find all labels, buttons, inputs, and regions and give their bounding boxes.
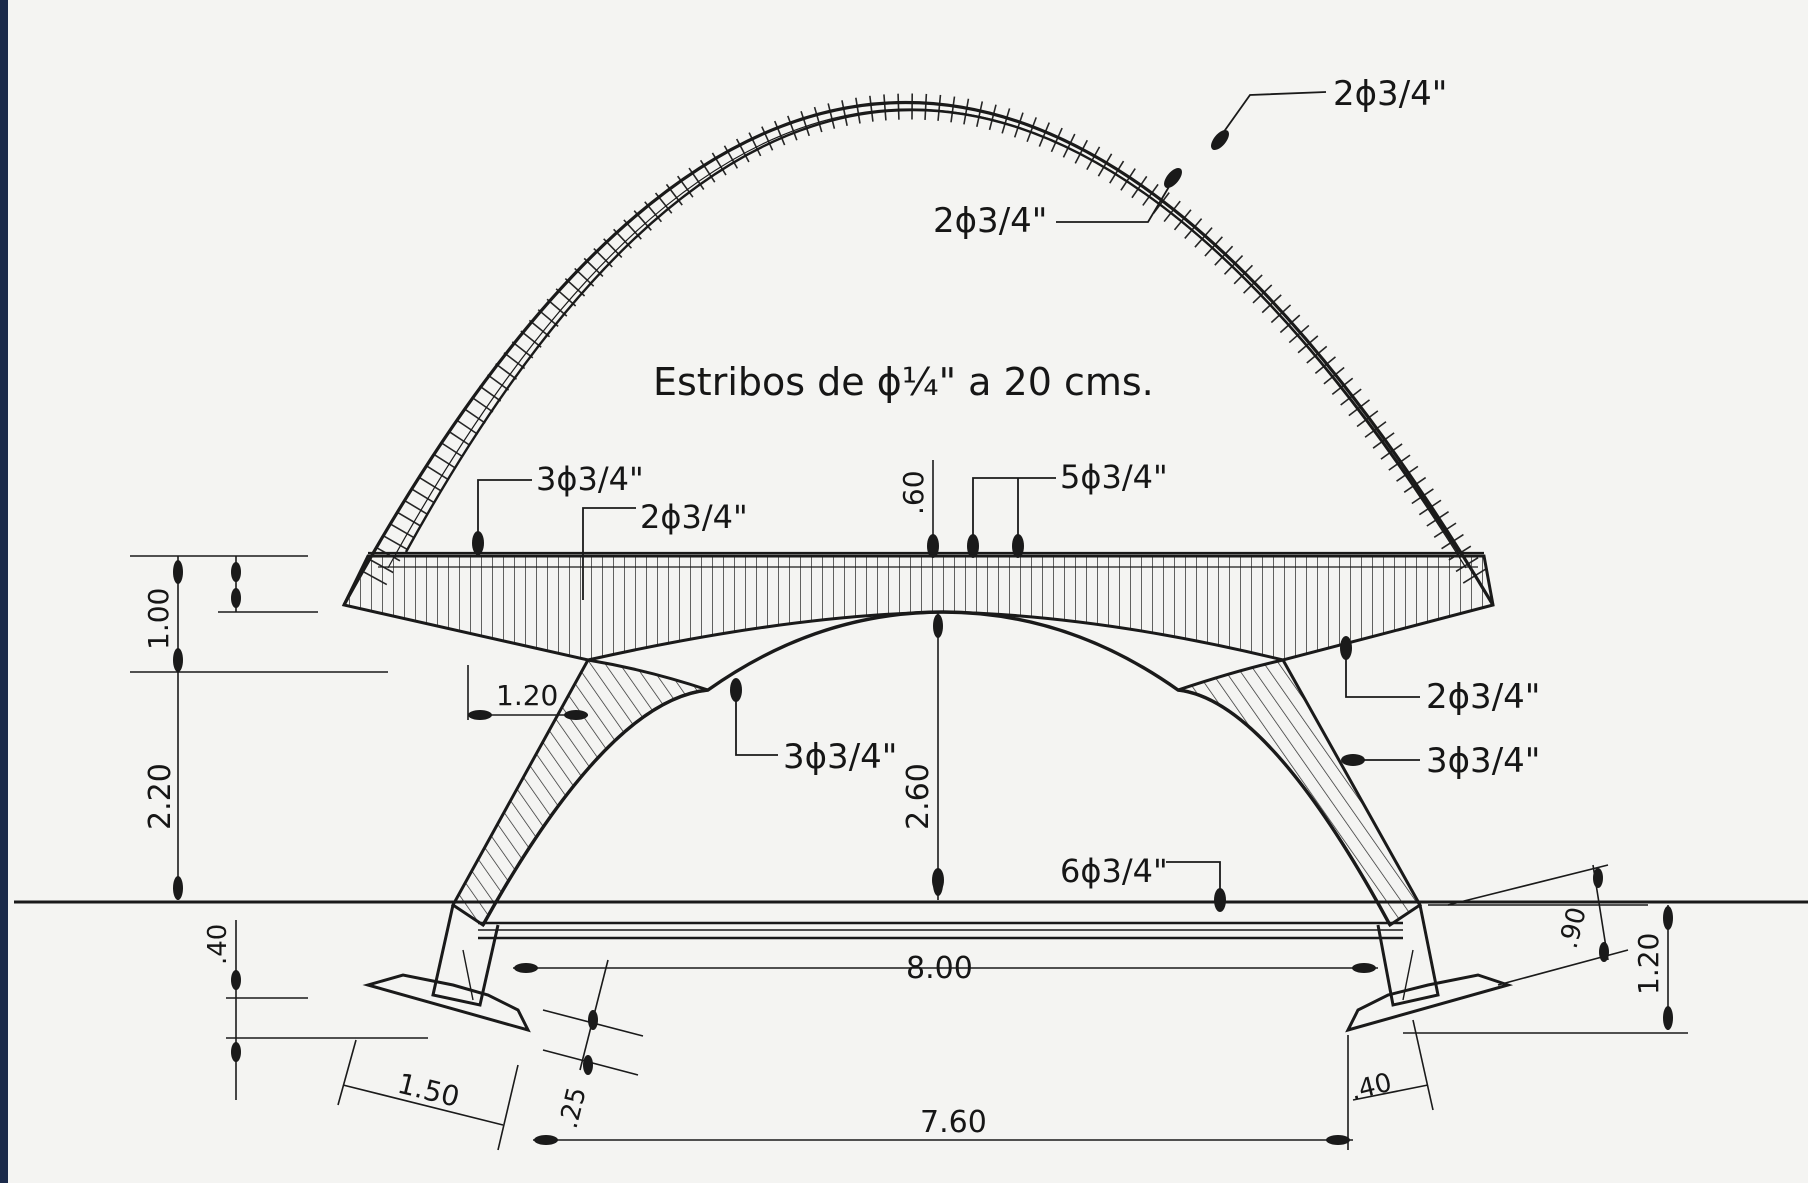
dim-beam-depth: .60 [897, 470, 930, 515]
dim-base-span: 7.60 [920, 1105, 987, 1140]
rebar-label-leg-right-b: 3ϕ3/4" [1426, 741, 1540, 781]
dim-left-h2: 2.20 [143, 763, 178, 830]
dim-span: 8.00 [906, 951, 973, 986]
soffit-arch [481, 610, 1392, 926]
dim-footing-thickness: .25 [554, 1084, 593, 1131]
structural-section-drawing: Estribos de ϕ¼" a 20 cms. 2ϕ3/4" 2ϕ3/4" … [14, 74, 1808, 1151]
rebar-label-leg-right-a: 2ϕ3/4" [1426, 677, 1540, 717]
tie-beam [478, 921, 1403, 940]
dim-clear-height: 2.60 [901, 763, 936, 830]
dim-footing-depth: .40 [203, 924, 233, 965]
dim-footing-width: 1.50 [394, 1067, 462, 1114]
rebar-label-beam-left-b: 2ϕ3/4" [640, 498, 748, 536]
right-leg [1177, 658, 1422, 928]
rebar-label-arch-top-outer: 2ϕ3/4" [1333, 74, 1447, 114]
dim-right-height: 1.20 [1632, 933, 1665, 995]
dimension-arrowheads [173, 560, 1673, 1145]
right-foundation [1345, 904, 1514, 1033]
stirrups-note: Estribos de ϕ¼" a 20 cms. [653, 360, 1154, 404]
dim-leg-offset: 1.20 [496, 679, 558, 712]
rebar-label-tie: 6ϕ3/4" [1060, 852, 1168, 890]
arch-outer-edge [342, 100, 1495, 606]
rebar-label-arch-top-inner: 2ϕ3/4" [933, 201, 1047, 241]
dim-right-skew: .90 [1554, 904, 1593, 951]
dim-left-h1: 1.00 [142, 588, 175, 650]
arch-rebar-line [387, 108, 1467, 569]
rebar-label-soffit: 3ϕ3/4" [783, 737, 897, 777]
rebar-label-beam-center: 5ϕ3/4" [1060, 458, 1168, 496]
left-foundation [362, 904, 531, 1033]
beam-haunch [341, 554, 1495, 662]
drawing-sheet: Estribos de ϕ¼" a 20 cms. 2ϕ3/4" 2ϕ3/4" … [8, 0, 1808, 1183]
drawing-labels: Estribos de ϕ¼" a 20 cms. 2ϕ3/4" 2ϕ3/4" … [142, 74, 1665, 1140]
top-arch [342, 93, 1495, 606]
dim-pedestal: .40 [1347, 1068, 1394, 1107]
rebar-label-beam-left-a: 3ϕ3/4" [536, 460, 644, 498]
